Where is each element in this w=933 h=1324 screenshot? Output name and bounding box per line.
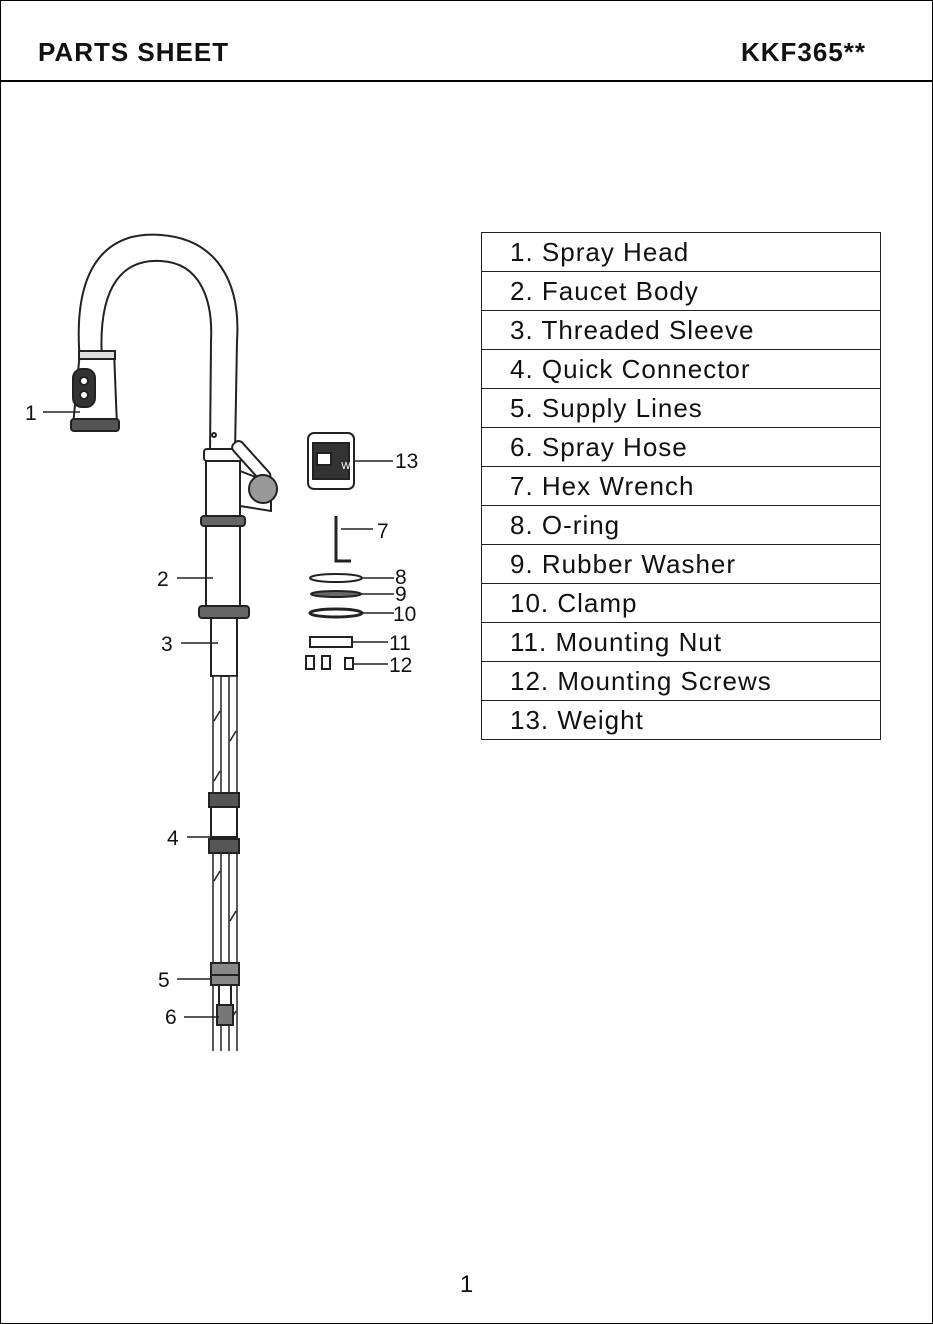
- callout-2: 2: [157, 568, 169, 591]
- callout-3: 3: [161, 633, 173, 656]
- spray-head: [71, 351, 119, 431]
- parts-list-item: 12. Mounting Screws: [482, 662, 880, 701]
- parts-list-item: 4. Quick Connector: [482, 350, 880, 389]
- supply-line-nuts: [211, 963, 239, 985]
- parts-list-item: 7. Hex Wrench: [482, 467, 880, 506]
- parts-list-item: 8. O-ring: [482, 506, 880, 545]
- parts-list-item: 9. Rubber Washer: [482, 545, 880, 584]
- weight-mark-text: W: [341, 461, 351, 472]
- parts-list-item: 13. Weight: [482, 701, 880, 740]
- quick-connector: [209, 793, 239, 853]
- callout-11: 11: [389, 632, 411, 655]
- parts-list-table: 1. Spray Head 2. Faucet Body 3. Threaded…: [481, 232, 881, 740]
- model-number: KKF365**: [741, 37, 866, 68]
- hex-wrench: [336, 516, 351, 561]
- callout-4: 4: [167, 827, 179, 850]
- callout-12: 12: [389, 654, 412, 677]
- callout-5: 5: [158, 969, 170, 992]
- parts-list-item: 2. Faucet Body: [482, 272, 880, 311]
- faucet-body: [199, 433, 277, 618]
- clamp: [310, 609, 362, 617]
- callout-7: 7: [377, 520, 389, 543]
- threaded-sleeve: [211, 618, 237, 676]
- rubber-washer: [311, 591, 361, 597]
- parts-list-item: 1. Spray Head: [482, 233, 880, 272]
- callout-13: 13: [395, 450, 418, 473]
- page-title: PARTS SHEET: [38, 37, 229, 68]
- page-number: 1: [1, 1271, 932, 1299]
- parts-list-item: 6. Spray Hose: [482, 428, 880, 467]
- callout-1: 1: [25, 402, 37, 425]
- parts-list-item: 3. Threaded Sleeve: [482, 311, 880, 350]
- mounting-screws: [306, 656, 353, 669]
- weight-component: W: [308, 433, 354, 489]
- faucet-exploded-diagram: W: [1, 221, 481, 1051]
- callout-6: 6: [165, 1006, 177, 1029]
- spray-hose-end: [217, 985, 233, 1025]
- mounting-nut: [310, 637, 352, 647]
- o-ring: [310, 574, 362, 582]
- page-header: PARTS SHEET KKF365**: [1, 1, 932, 82]
- callout-10: 10: [393, 603, 416, 626]
- parts-list-item: 10. Clamp: [482, 584, 880, 623]
- parts-list-item: 11. Mounting Nut: [482, 623, 880, 662]
- parts-list-item: 5. Supply Lines: [482, 389, 880, 428]
